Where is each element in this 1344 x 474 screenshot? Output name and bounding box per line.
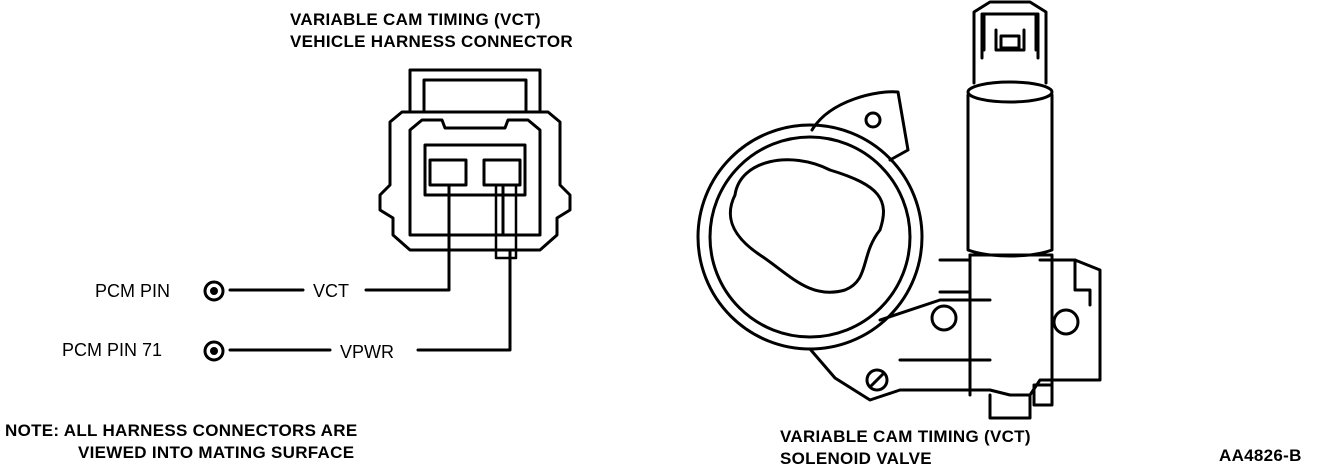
connector-title-line2: VEHICLE HARNESS CONNECTOR xyxy=(290,32,573,51)
figure-id: AA4826-B xyxy=(1219,446,1302,465)
pcm-pin-terminal-vct xyxy=(203,280,225,302)
pcm-pin-71-label: PCM PIN 71 xyxy=(62,340,163,360)
harness-connector xyxy=(378,68,572,252)
solenoid-valve xyxy=(696,0,1102,420)
wire-vpwr xyxy=(228,183,512,352)
solenoid-title-line1: VARIABLE CAM TIMING (VCT) xyxy=(780,427,1031,446)
note-line1: NOTE: ALL HARNESS CONNECTORS ARE xyxy=(5,421,358,440)
connector-title-line1: VARIABLE CAM TIMING (VCT) xyxy=(290,10,541,29)
vpwr-signal-label: VPWR xyxy=(340,342,394,362)
solenoid-title-line2: SOLENOID VALVE xyxy=(780,449,932,468)
wire-vct xyxy=(228,183,451,292)
pcm-pin-terminal-vpwr xyxy=(203,340,225,362)
vct-signal-label: VCT xyxy=(313,281,349,301)
pcm-pin-label: PCM PIN xyxy=(95,281,171,301)
note-line2: VIEWED INTO MATING SURFACE xyxy=(78,443,355,462)
